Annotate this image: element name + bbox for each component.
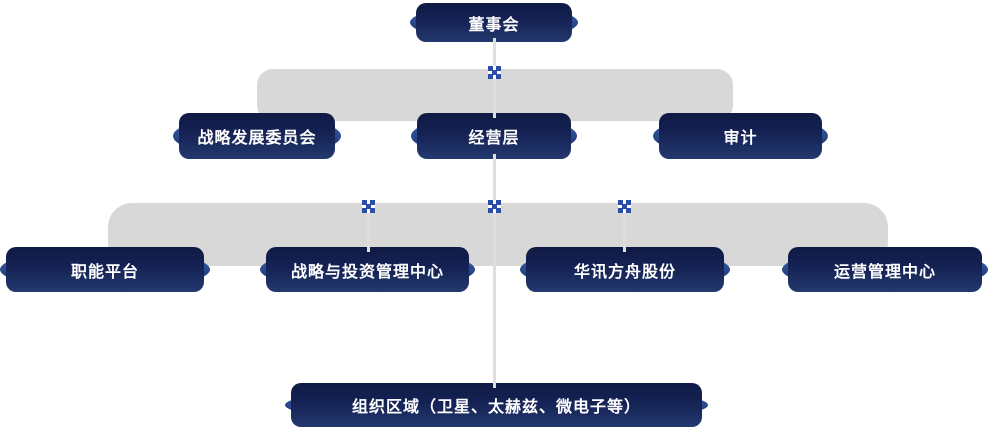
org-node-audit: 审计 xyxy=(653,113,828,159)
connector-line-strategy-investment xyxy=(367,207,370,252)
connector-line-management-region xyxy=(493,154,496,388)
org-node-label: 运营管理中心 xyxy=(788,247,982,292)
org-node-org-region: 组织区域（卫星、太赫兹、微电子等） xyxy=(285,383,708,427)
org-node-label: 华讯方舟股份 xyxy=(526,247,724,292)
org-node-label: 战略与投资管理中心 xyxy=(266,247,469,292)
org-node-functional-platform: 职能平台 xyxy=(0,247,210,292)
org-node-strategy-committee: 战略发展委员会 xyxy=(173,113,341,159)
collapse-toggle-icon[interactable] xyxy=(618,200,631,213)
connector-line-huaxun xyxy=(623,207,626,252)
org-node-label: 董事会 xyxy=(416,3,572,42)
org-node-management: 经营层 xyxy=(411,113,577,159)
org-node-label: 职能平台 xyxy=(6,247,204,292)
connector-band-row3 xyxy=(108,203,888,266)
collapse-toggle-icon[interactable] xyxy=(488,66,501,79)
org-node-label: 组织区域（卫星、太赫兹、微电子等） xyxy=(291,383,702,427)
org-node-label: 经营层 xyxy=(417,113,571,159)
collapse-toggle-icon[interactable] xyxy=(362,200,375,213)
org-node-operations-center: 运营管理中心 xyxy=(782,247,988,292)
org-node-label: 审计 xyxy=(659,113,822,159)
org-node-huaxun-ark-shares: 华讯方舟股份 xyxy=(520,247,730,292)
org-node-board: 董事会 xyxy=(410,3,578,42)
org-node-label: 战略发展委员会 xyxy=(179,113,335,159)
org-node-strategy-investment-center: 战略与投资管理中心 xyxy=(260,247,475,292)
collapse-toggle-icon[interactable] xyxy=(488,200,501,213)
